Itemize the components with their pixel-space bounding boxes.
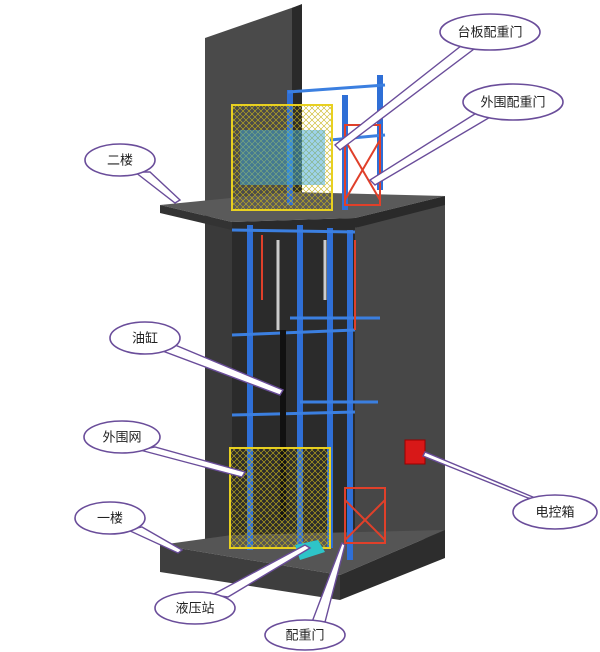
- svg-text:液压站: 液压站: [175, 602, 214, 617]
- control-box-unit: [404, 439, 426, 465]
- svg-text:油缸: 油缸: [132, 331, 158, 347]
- callout-outer-mesh: 外围网: [83, 420, 247, 478]
- callout-control-box: 电控箱: [422, 451, 598, 530]
- callout-second-floor: 二楼: [84, 143, 182, 204]
- svg-text:电控箱: 电控箱: [535, 505, 574, 521]
- callout-counterweight-door: 配重门: [264, 541, 346, 651]
- callout-first-floor: 一楼: [74, 501, 184, 554]
- lift-frame: [229, 75, 386, 560]
- callout-outer-counterweight-door: 外围配重门: [368, 83, 564, 186]
- svg-text:外围配重门: 外围配重门: [480, 95, 545, 111]
- hydraulic-station-unit: [295, 540, 325, 560]
- svg-text:配重门: 配重门: [285, 628, 324, 644]
- callout-hydraulic-station: 液压站: [154, 544, 312, 625]
- svg-text:二楼: 二楼: [107, 154, 133, 169]
- lower-counterweight-door: [344, 487, 386, 544]
- svg-text:一楼: 一楼: [97, 512, 123, 527]
- svg-text:台板配重门: 台板配重门: [457, 25, 522, 41]
- callout-platform-counterweight-door: 台板配重门: [333, 13, 541, 151]
- svg-text:外围网: 外围网: [102, 431, 141, 446]
- callout-oil-cylinder: 油缸: [109, 321, 285, 396]
